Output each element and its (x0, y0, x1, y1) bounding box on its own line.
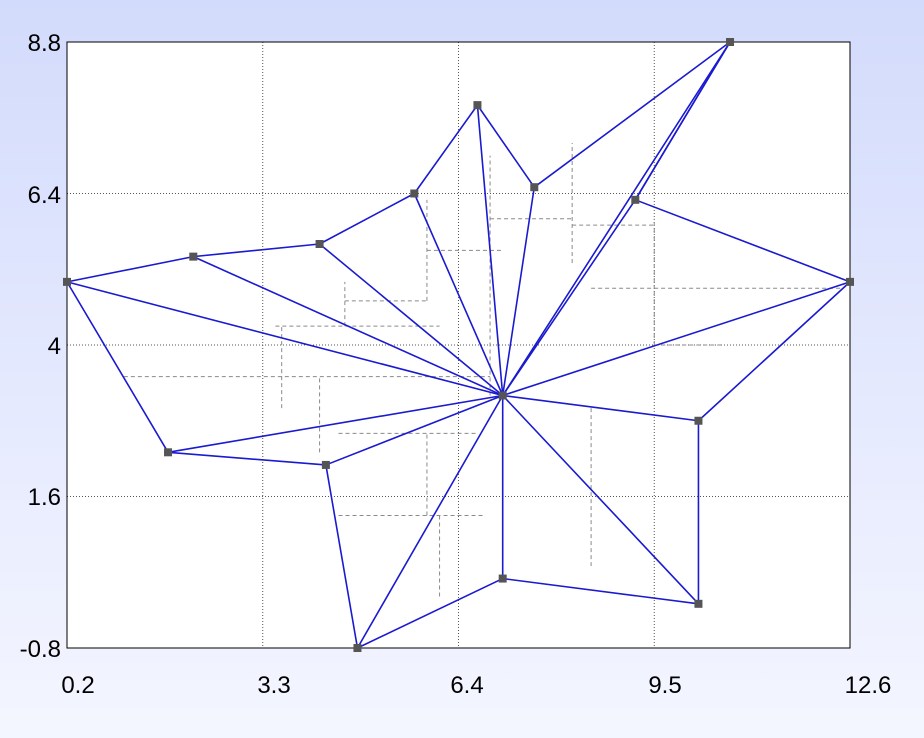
x-tick-label: 0.2 (61, 672, 94, 699)
vertex-marker (353, 644, 362, 652)
vertex-marker (473, 101, 482, 110)
vertex-marker (530, 183, 539, 192)
vertex-marker (321, 460, 330, 469)
spoke-edge (413, 192, 504, 397)
vertex-marker (726, 38, 735, 46)
y-tick-label: 8.8 (28, 30, 61, 57)
spoke-edge (325, 394, 504, 466)
vertex-marker (846, 277, 854, 286)
spoke-edge (318, 243, 504, 397)
spoke-edge (501, 199, 637, 397)
x-tick-label: 12.6 (845, 672, 892, 699)
y-tick-label: 1.6 (28, 484, 61, 511)
inner-edge (634, 41, 731, 201)
vertex-marker (410, 189, 419, 198)
outline-edge (325, 464, 359, 649)
x-tick-label: 9.5 (648, 672, 681, 699)
outline-edge (66, 281, 169, 454)
y-tick-label: 4 (48, 333, 61, 360)
outline-edge (533, 41, 731, 188)
vertex-marker (189, 252, 198, 261)
outline-edge (697, 281, 851, 422)
vertex-marker (164, 448, 173, 457)
polygon-edges (66, 41, 851, 649)
x-tick-label: 6.4 (450, 672, 483, 699)
vertex-marker (63, 277, 71, 286)
outline-edge (634, 199, 851, 283)
spoke-edge (501, 41, 731, 397)
outline-edge (167, 451, 327, 466)
x-axis-ticks: 0.2 3.3 6.4 9.5 12.6 (61, 672, 891, 699)
spoke-edge (356, 394, 504, 649)
outline-edge (413, 104, 479, 195)
spoke-edge (501, 394, 700, 605)
outline-edge (476, 104, 536, 188)
y-axis-ticks: 8.8 6.4 4 1.6 -0.8 (20, 30, 61, 663)
vertex-marker (498, 574, 507, 583)
spoke-edge (66, 281, 504, 397)
plot-frame (66, 41, 851, 649)
vertex-marker (631, 195, 640, 204)
x-tick-label: 3.3 (257, 672, 290, 699)
vertex-marker (315, 240, 324, 248)
spoke-edge (192, 255, 504, 397)
y-tick-label: -0.8 (20, 636, 61, 663)
outline-edge (66, 255, 195, 283)
spoke-edge (501, 186, 536, 397)
spoke-edge (501, 281, 851, 397)
outline-edge (501, 577, 700, 605)
vertex-marker (694, 599, 703, 608)
spoke-edge (167, 394, 504, 454)
outline-edge (356, 577, 504, 649)
vertex-markers (63, 38, 854, 652)
outline-edge (192, 243, 321, 258)
vertex-marker (694, 416, 703, 425)
y-tick-label: 6.4 (28, 182, 61, 209)
vertex-marker (498, 391, 507, 400)
spoke-edge (501, 394, 700, 422)
spoke-edge (476, 104, 504, 397)
outline-edge (318, 192, 416, 245)
